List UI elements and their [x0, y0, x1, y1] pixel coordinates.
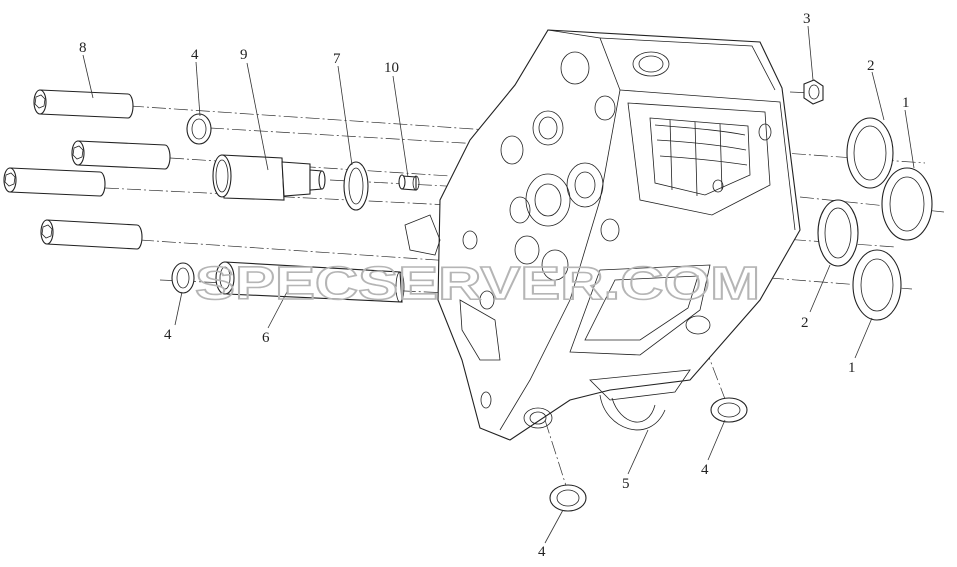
callout-7: 7 — [333, 51, 341, 67]
callout-3: 3 — [803, 11, 811, 27]
pump-housing — [404, 29, 801, 441]
part-2-rings — [817, 117, 894, 267]
part-4-seal-rings — [171, 113, 748, 512]
callout-1-lower: 1 — [848, 360, 856, 376]
callout-1-upper: 1 — [902, 95, 910, 111]
callout-4-left: 4 — [164, 327, 172, 343]
part-1-rings — [852, 167, 933, 321]
callout-2-lower: 2 — [801, 315, 809, 331]
callout-10: 10 — [384, 60, 399, 76]
part-3-nut — [803, 79, 824, 105]
callout-8: 8 — [79, 40, 87, 56]
part-7-o-ring — [343, 161, 369, 211]
callout-4-top: 4 — [191, 47, 199, 63]
part-8-long-bolts — [3, 89, 171, 250]
callout-4-right: 4 — [701, 462, 709, 478]
callout-9: 9 — [240, 47, 248, 63]
watermark-text: SPECSERVER.COM — [195, 257, 760, 309]
callout-4-bottom: 4 — [538, 544, 546, 560]
part-6-tube — [215, 261, 405, 303]
part-10-pin — [398, 174, 420, 191]
part-9-plunger — [212, 154, 326, 201]
callout-2-upper: 2 — [867, 58, 875, 74]
callout-5: 5 — [622, 476, 630, 492]
callout-labels: 8 4 9 7 10 3 2 1 4 6 2 1 5 4 4 — [79, 11, 910, 560]
leader-lines — [82, 25, 915, 544]
callout-6: 6 — [262, 330, 270, 346]
